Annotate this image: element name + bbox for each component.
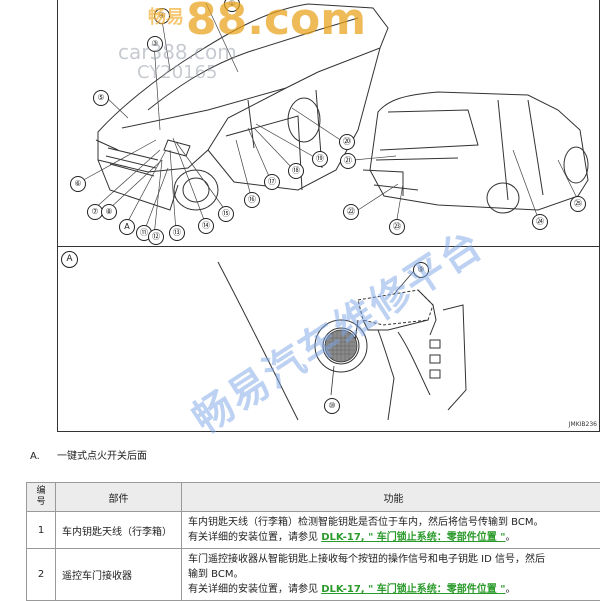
- row-part: 遥控车门接收器: [56, 549, 182, 601]
- leader-line-9: [394, 272, 413, 294]
- callout-18: ⑱: [288, 163, 304, 179]
- header-part: 部件: [56, 483, 182, 512]
- row-function: 车内钥匙天线（行李箱）检测智能钥匙是否位于车内，然后将信号传输到 BCM。 有关…: [182, 512, 600, 549]
- header-number: 编号: [27, 483, 56, 512]
- panel-divider: [58, 246, 599, 247]
- callout-A-ref: A: [119, 219, 135, 235]
- function-ref-line: 有关详细的安装位置，请参见 DLK-17, " 车门锁止系统：零部件位置 "。: [188, 530, 599, 545]
- callout-25: ㉕: [570, 196, 586, 212]
- panel-a-label: A: [61, 251, 78, 268]
- rear-leader-lines: [354, 150, 578, 225]
- function-line: 车门遥控接收器从智能钥匙上接收每个按钮的操作信号和电子钥匙 ID 信号，然后: [188, 552, 599, 567]
- callout-4: ④: [154, 8, 170, 24]
- note-key: A.: [30, 451, 57, 462]
- row-number: 2: [27, 549, 56, 601]
- ref-suffix: 。: [505, 584, 515, 595]
- callout-15: ⑮: [218, 206, 234, 222]
- rear-vehicle-drawing: [363, 92, 588, 213]
- callout-3: ③: [147, 36, 163, 52]
- callout-5: ⑤: [93, 90, 109, 106]
- ref-link-dlk17[interactable]: DLK-17, " 车门锁止系统：零部件位置 ": [321, 532, 505, 543]
- row-number: 1: [27, 512, 56, 549]
- header-function: 功能: [182, 483, 600, 512]
- callout-13: ⑬: [169, 225, 185, 241]
- ref-prefix: 有关详细的安装位置，请参见: [188, 584, 321, 595]
- function-line: 车内钥匙天线（行李箱）检测智能钥匙是否位于车内，然后将信号传输到 BCM。: [188, 515, 599, 530]
- vehicle-diagram: [58, 0, 600, 432]
- component-location-figure: ① ③ ④ ⑤ ⑥ ⑦ ⑧ A ⑪ ⑫ ⑬ ⑭ ⑮ ⑯ ⑰ ⑱ ⑲ ⑳ ㉑ ㉒ …: [57, 0, 600, 432]
- function-line-cont: 输到 BCM。: [188, 567, 599, 582]
- callout-24: ㉔: [532, 214, 548, 230]
- row-part: 车内钥匙天线（行李箱）: [56, 512, 182, 549]
- note-text: 一键式点火开关后面: [57, 451, 147, 462]
- table-row: 1 车内钥匙天线（行李箱） 车内钥匙天线（行李箱）检测智能钥匙是否位于车内，然后…: [27, 512, 600, 549]
- row-function: 车门遥控接收器从智能钥匙上接收每个按钮的操作信号和电子钥匙 ID 信号，然后 输…: [182, 549, 600, 601]
- callout-12: ⑫: [148, 229, 164, 245]
- ref-link-dlk17[interactable]: DLK-17, " 车门锁止系统：零部件位置 ": [321, 584, 505, 595]
- callout-6: ⑥: [70, 176, 86, 192]
- callout-14: ⑭: [198, 218, 214, 234]
- front-leader-lines: [78, 3, 342, 236]
- function-ref-line: 有关详细的安装位置，请参见 DLK-17, " 车门锁止系统：零部件位置 "。: [188, 582, 599, 597]
- figure-code: JMKIB236: [569, 421, 597, 428]
- ref-suffix: 。: [505, 532, 515, 543]
- callout-17: ⑰: [264, 174, 280, 190]
- figure-note: A.一键式点火开关后面: [30, 447, 147, 462]
- callout-20: ⑳: [339, 134, 355, 150]
- callout-23: ㉓: [389, 219, 405, 235]
- front-vehicle-drawing: [96, 4, 388, 210]
- ref-prefix: 有关详细的安装位置，请参见: [188, 532, 321, 543]
- callout-16: ⑯: [244, 192, 260, 208]
- callout-21: ㉑: [340, 153, 356, 169]
- callout-19: ⑲: [312, 151, 328, 167]
- callout-10: ⑩: [324, 398, 340, 414]
- callout-9: ⑨: [413, 262, 429, 278]
- table-header-row: 编号 部件 功能: [27, 483, 600, 512]
- callout-8: ⑧: [101, 204, 117, 220]
- callout-22: ㉒: [343, 204, 359, 220]
- component-table: 编号 部件 功能 1 车内钥匙天线（行李箱） 车内钥匙天线（行李箱）检测智能钥匙…: [26, 482, 600, 601]
- table-row: 2 遥控车门接收器 车门遥控接收器从智能钥匙上接收每个按钮的操作信号和电子钥匙 …: [27, 549, 600, 601]
